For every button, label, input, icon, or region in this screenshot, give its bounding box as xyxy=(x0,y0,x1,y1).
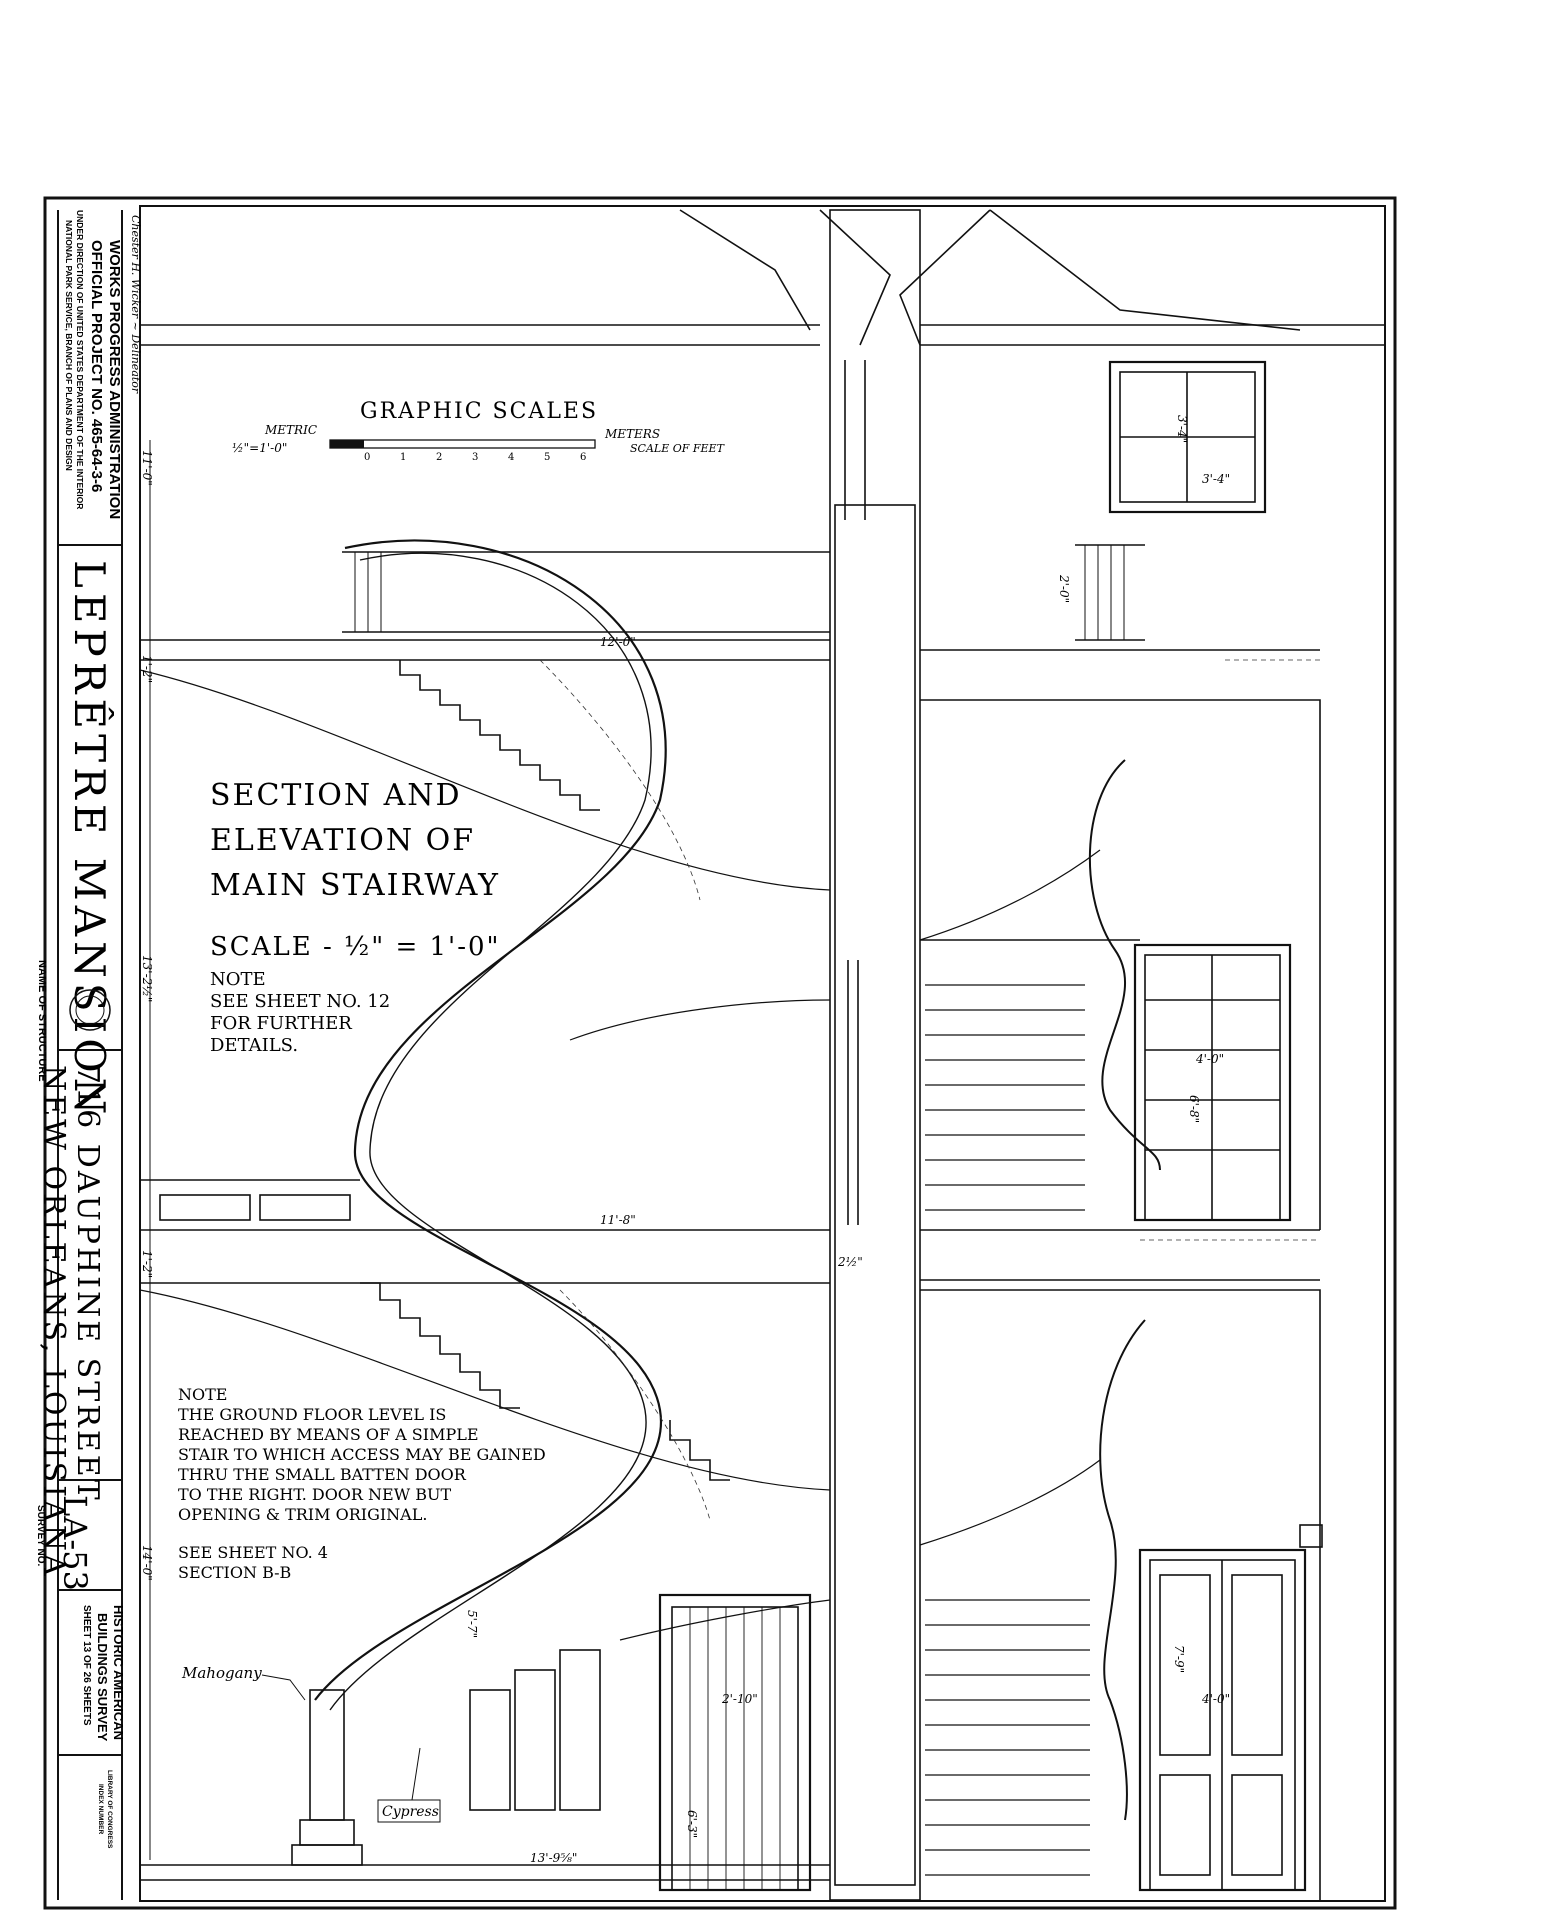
note-2-line-6: TO THE RIGHT. DOOR NEW BUT xyxy=(178,1485,452,1504)
note-2-line-2: THE GROUND FLOOR LEVEL IS xyxy=(178,1405,446,1424)
dim-door-low-height: 7'-9" xyxy=(1172,1645,1186,1673)
wpa-line-1: WORKS PROGRESS ADMINISTRATION xyxy=(106,240,123,519)
survey-no-label: SURVEY NO. xyxy=(35,1505,46,1567)
wpa-line-2: OFFICIAL PROJECT NO. 465-64-3-6 xyxy=(88,240,105,492)
title-line-1: SECTION AND xyxy=(210,778,462,813)
name-of-structure-label: NAME OF STRUCTURE xyxy=(36,960,48,1082)
titleblock-wpa: WORKS PROGRESS ADMINISTRATION OFFICIAL P… xyxy=(64,210,123,519)
dim-upper-landing: 12'-0" xyxy=(600,635,636,649)
dim-floor-low: 14'-0" xyxy=(140,1545,154,1581)
wpa-line-3: UNDER DIRECTION OF UNITED STATES DEPARTM… xyxy=(75,210,85,509)
material-callouts: Mahogany Cypress xyxy=(181,1664,441,1823)
dim-door-mid-height: 6'-8" xyxy=(1187,1095,1201,1123)
delineator-text: Chester H. Wicker ~ Delineator xyxy=(129,215,142,394)
loc-line-1: LIBRARY OF CONGRESS xyxy=(106,1770,113,1849)
dim-bottom-run: 13'-9⅝" xyxy=(530,1851,577,1865)
scale-tick-3: 3 xyxy=(472,452,478,463)
inner-border xyxy=(139,205,1386,1902)
dim-floor-mid: 13'-2½" xyxy=(140,955,154,1002)
cypress-label: Cypress xyxy=(382,1804,439,1820)
address-line-1: 716 DAUPHINE STREET xyxy=(70,1065,105,1503)
note-2-line-7: OPENING & TRIM ORIGINAL. xyxy=(178,1505,427,1524)
dim-slab-mid: 1'-2" xyxy=(140,1250,154,1278)
scale-ticks: 0 1 2 3 4 5 6 xyxy=(364,452,586,463)
loc-seal xyxy=(69,989,111,1031)
note-2-line-8: SEE SHEET NO. 4 xyxy=(178,1543,328,1562)
titleblock-address: 716 DAUPHINE STREET NEW ORLEANS, LOUISIA… xyxy=(36,1065,105,1579)
note-1-line-3: FOR FURTHER xyxy=(210,1013,352,1034)
drawing-linework xyxy=(139,209,1385,1901)
dim-window-height: 3'-4" xyxy=(1175,415,1189,443)
habs-line-3: SHEET 13 OF 26 SHEETS xyxy=(81,1605,92,1726)
titleblock-habs: HISTORIC AMERICAN BUILDINGS SURVEY SHEET… xyxy=(81,1605,126,1742)
dim-floor-top: 11'-0" xyxy=(140,450,154,486)
scale-tick-5: 5 xyxy=(544,452,550,463)
mahogany-label: Mahogany xyxy=(181,1664,262,1682)
title-line-2: ELEVATION OF xyxy=(210,823,475,858)
construction-lines xyxy=(539,659,1320,1521)
titleblock-separators xyxy=(58,544,122,1756)
dim-door-low-width: 4'-0" xyxy=(1201,1692,1230,1706)
note-2-line-5: THRU THE SMALL BATTEN DOOR xyxy=(178,1465,467,1484)
dim-mid-landing: 11'-8" xyxy=(600,1213,636,1227)
note-2-line-9: SECTION B-B xyxy=(178,1563,291,1582)
metric-label: METRIC xyxy=(264,423,317,437)
dim-batten-width: 2'-10" xyxy=(721,1692,758,1706)
meters-label: METERS xyxy=(604,427,660,441)
address-line-2: NEW ORLEANS, LOUISIANA xyxy=(36,1065,71,1579)
dim-wall-thickness: 2½" xyxy=(837,1255,863,1269)
dim-slab-top: 1'-2" xyxy=(140,655,154,683)
outer-border xyxy=(43,196,1397,1910)
note-1-line-2: SEE SHEET NO. 12 xyxy=(210,991,390,1012)
structure-name: LEPRÊTRE MANSION xyxy=(65,560,115,1119)
scale-tick-4: 4 xyxy=(508,452,514,463)
wpa-line-4: NATIONAL PARK SERVICE, BRANCH OF PLANS A… xyxy=(64,220,74,471)
note-2-line-1: NOTE xyxy=(178,1385,227,1404)
scale-tick-6: 6 xyxy=(580,452,586,463)
scale-bar xyxy=(329,439,596,449)
dimension-labels-vertical: 11'-0" 1'-2" 13'-2½" 1'-2" 14'-0" 3'-4" … xyxy=(140,415,1201,1838)
note-1: NOTE SEE SHEET NO. 12 FOR FURTHER DETAIL… xyxy=(210,969,390,1056)
scale-tick-0: 0 xyxy=(364,452,370,463)
note-2: NOTE THE GROUND FLOOR LEVEL IS REACHED B… xyxy=(178,1385,546,1582)
habs-line-2: BUILDINGS SURVEY xyxy=(95,1613,110,1742)
dim-door-mid-width: 4'-0" xyxy=(1195,1052,1224,1066)
graphic-scales-title: GRAPHIC SCALES xyxy=(360,399,598,424)
titleblock-survey: LA-53 SURVEY NO. xyxy=(35,1495,94,1591)
dim-window-width: 3'-4" xyxy=(1202,472,1230,486)
scale-tick-2: 2 xyxy=(436,452,442,463)
note-1-line-4: DETAILS. xyxy=(210,1035,298,1056)
dim-small-rail: 2'-0" xyxy=(1057,574,1071,603)
note-2-line-4: STAIR TO WHICH ACCESS MAY BE GAINED xyxy=(178,1445,546,1464)
note-1-line-1: NOTE xyxy=(210,969,266,990)
habs-line-1: HISTORIC AMERICAN xyxy=(111,1605,126,1740)
titleblock-loc: LIBRARY OF CONGRESS INDEX NUMBER xyxy=(97,1770,113,1849)
metric-ratio: ½"=1'-0" xyxy=(232,441,287,455)
drawing-title: SECTION AND ELEVATION OF MAIN STAIRWAY S… xyxy=(210,778,501,962)
dim-batten-height: 6'-3" xyxy=(685,1810,699,1838)
titleblock-name: LEPRÊTRE MANSION NAME OF STRUCTURE xyxy=(36,560,115,1119)
survey-number: LA-53 xyxy=(56,1495,94,1591)
title-line-3: MAIN STAIRWAY xyxy=(210,868,500,903)
graphic-scale: GRAPHIC SCALES METRIC ½"=1'-0" METERS SC… xyxy=(232,399,726,463)
scale-tick-1: 1 xyxy=(400,452,406,463)
title-scale: SCALE - ½" = 1'-0" xyxy=(210,932,501,962)
dim-stair-rise: 5'-7" xyxy=(465,1610,479,1638)
note-2-line-3: REACHED BY MEANS OF A SIMPLE xyxy=(178,1425,479,1444)
delineator-signature: Chester H. Wicker ~ Delineator xyxy=(129,215,142,394)
left-dimension-line xyxy=(145,440,155,1860)
scale-bar-black xyxy=(330,440,364,448)
dimension-labels: 12'-0" 11'-8" 13'-9⅝" 3'-4" 4'-0" 4'-0" … xyxy=(530,472,1230,1865)
loc-line-2: INDEX NUMBER xyxy=(97,1784,104,1835)
feet-label: SCALE OF FEET xyxy=(630,442,726,455)
